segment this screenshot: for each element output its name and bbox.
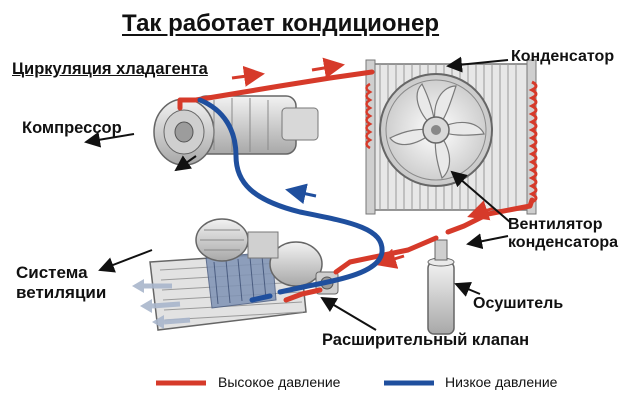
callout-arrows xyxy=(84,56,511,331)
diagram-subtitle: Циркуляция хладагента xyxy=(12,60,208,78)
label-condenser-fan-line1: Вентилятор xyxy=(508,216,603,233)
label-condenser: Конденсатор xyxy=(511,48,615,65)
high-pressure-flow-arrows xyxy=(231,57,495,269)
label-dryer: Осушитель xyxy=(473,295,564,312)
diagram-title: Так работает кондиционер xyxy=(122,10,440,37)
label-ventilation-system: Система ветиляции xyxy=(16,263,106,302)
dryer xyxy=(427,239,455,335)
label-ventilation-line2: ветиляции xyxy=(16,282,107,302)
label-ventilation-line1: Система xyxy=(16,263,88,282)
label-compressor: Компрессор xyxy=(22,119,122,137)
label-expansion-valve: Расширительный клапан xyxy=(322,331,530,349)
legend-high-pressure-label: Высокое давление xyxy=(218,374,341,390)
ventilation-system xyxy=(132,218,323,331)
legend-low-pressure-label: Низкое давление xyxy=(445,374,558,390)
label-condenser-fan: Вентилятор конденсатора xyxy=(508,216,618,253)
low-pressure-flow-arrow xyxy=(285,183,317,205)
low-pressure-line xyxy=(197,97,385,303)
compressor xyxy=(153,95,319,166)
condenser-fan xyxy=(379,73,493,187)
label-condenser-fan-line2: конденсатора xyxy=(508,234,619,252)
